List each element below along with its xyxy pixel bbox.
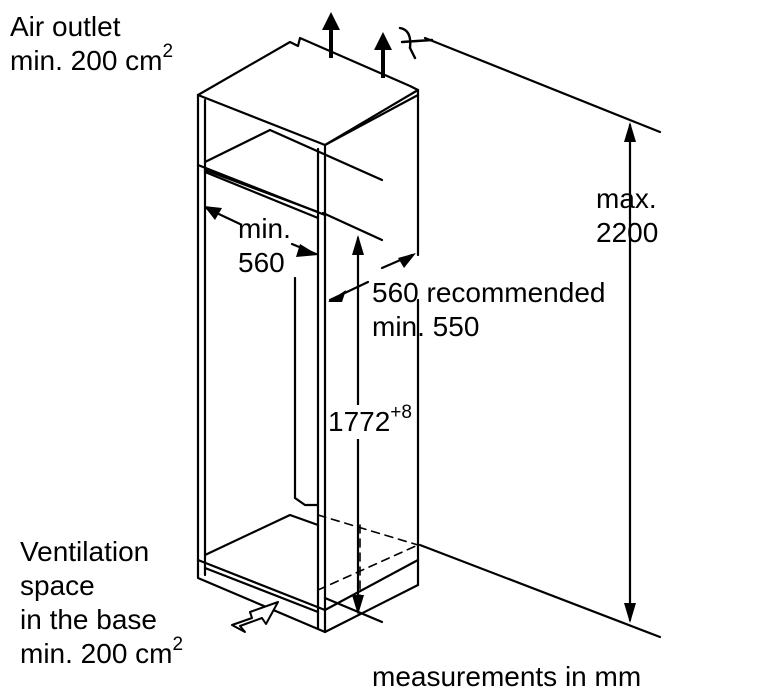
ventilation-label: Ventilation space in the base min. 200 c… <box>20 535 183 671</box>
ventilation-line2: space <box>20 570 95 601</box>
ventilation-line3: in the base <box>20 604 157 635</box>
air-outlet-line2: min. 200 cm2 <box>10 40 174 78</box>
max-height-label: max. 2200 <box>596 182 658 250</box>
ventilation-unit-exponent: 2 <box>172 633 184 655</box>
niche-height-tolerance: +8 <box>390 401 412 423</box>
wall-connection-icon <box>398 26 434 60</box>
dimension-niche-width <box>204 206 318 257</box>
cabinet-base <box>196 513 420 634</box>
dimension-max-height <box>418 36 662 639</box>
dimension-niche-depth <box>328 253 416 302</box>
air-outlet-arrow-2-icon <box>374 32 392 78</box>
ventilation-amount: min. 200 cm <box>20 638 173 669</box>
cabinet-top <box>196 36 420 257</box>
air-outlet-line1: Air outlet <box>10 11 121 42</box>
max-height-line2: 2200 <box>596 217 659 248</box>
air-outlet-unit-exponent: 2 <box>162 40 174 62</box>
niche-depth-label: 560 recommended min. 550 <box>372 276 605 344</box>
niche-height-value: 1772 <box>328 406 391 437</box>
niche-width-line2: 560 <box>238 247 285 278</box>
ventilation-line4: min. 200 cm2 <box>20 633 184 671</box>
air-outlet-label: Air outlet min. 200 cm2 <box>10 10 173 78</box>
niche-depth-line2: min. 550 <box>372 311 480 342</box>
air-outlet-amount: min. 200 cm <box>10 45 163 76</box>
niche-depth-line1: 560 recommended <box>372 277 606 308</box>
cabinet-back-edge <box>293 276 420 587</box>
air-outlet-arrow-icon <box>322 12 340 58</box>
air-inlet-arrow-icon <box>231 601 279 633</box>
niche-height-label: 1772+8 <box>328 401 412 439</box>
niche-width-line1: min. <box>238 213 291 244</box>
max-height-line1: max. <box>596 183 657 214</box>
units-note: measurements in mm <box>372 661 642 692</box>
niche-width-label: min. 560 <box>238 212 291 280</box>
ventilation-line1: Ventilation <box>20 536 150 567</box>
